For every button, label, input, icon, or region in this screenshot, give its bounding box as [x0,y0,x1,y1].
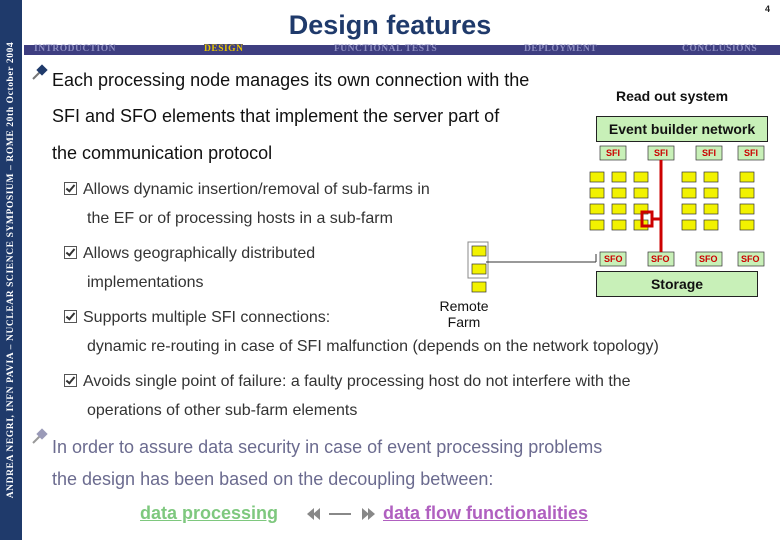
sfo-label: SFO [604,254,623,264]
bullet-multiple-sfi-cont: dynamic re-routing in case of SFI malfun… [87,338,659,355]
sfi-label: SFI [606,148,621,158]
nav-item-design[interactable]: DESIGN [204,44,244,54]
sfi-box [695,145,723,161]
sfo-label: SFO [651,254,670,264]
page-number: 4 [764,4,770,14]
nav-item-deployment[interactable]: DEPLOYMENT [524,44,598,54]
intro-line-1: Each processing node manages its own con… [52,70,530,90]
bullet-text: Avoids single point of failure: a faulty… [83,373,631,390]
processor-column-1 [589,171,605,231]
checkbox-icon [64,246,77,259]
storage-box: Storage [596,271,758,297]
bullet-geographic: Allows geographically distributed [64,245,315,263]
data-processing-link[interactable]: data processing [140,503,279,523]
sfo-label: SFO [741,254,760,264]
bullet-text: Allows dynamic insertion/removal of sub-… [83,181,430,198]
nav-item-introduction[interactable]: INTRODUCTION [34,44,117,54]
processor-column-6 [739,171,755,231]
data-flow-link[interactable]: data flow functionalities [383,503,589,523]
remote-farm-label: Remote Farm [432,298,496,330]
security-line-1: In order to assure data security in case… [52,437,603,457]
security-line-2: the design has been based on the decoupl… [52,469,494,489]
sidebar-strip: ANDREA NEGRI, INFN PAVIA – NUCLEAR SCIEN… [0,0,22,540]
sfo-box [695,251,723,267]
checkbox-icon [64,182,77,195]
processor-column-2 [611,171,627,231]
event-builder-network-box: Event builder network [596,116,768,142]
sfi-box [599,145,627,161]
sidebar-author-text: ANDREA NEGRI, INFN PAVIA – NUCLEAR SCIEN… [6,41,16,499]
pushpin-icon [32,428,48,444]
sfo-label: SFO [699,254,718,264]
bullet-geographic-cont: implementations [87,274,204,291]
pushpin-icon [32,64,48,80]
bullet-text: Allows geographically distributed [83,245,316,262]
section-nav-bar: INTRODUCTION DESIGN FUNCTIONAL TESTS DEP… [24,44,780,55]
nav-item-functional-tests[interactable]: FUNCTIONAL TESTS [334,44,438,54]
page-title: Design features [288,10,492,40]
sfo-box [599,251,627,267]
remote-farm-label-line: Farm [447,314,481,330]
intro-line-2: SFI and SFO elements that implement the … [52,106,500,126]
sfi-label: SFI [744,148,759,158]
remote-farm-frame [467,241,489,279]
readout-system-label: Read out system [616,88,729,104]
bullet-single-point-cont: operations of other sub-farm elements [87,402,358,419]
bullet-dynamic-insertion-cont: the EF or of processing hosts in a sub-f… [87,210,393,227]
bullet-text: Supports multiple SFI connections: [83,309,331,326]
processor-column-5 [703,171,719,231]
sfi-box [737,145,765,161]
bullet-multiple-sfi: Supports multiple SFI connections: [64,309,330,327]
checkbox-icon [64,310,77,323]
bullet-dynamic-insertion: Allows dynamic insertion/removal of sub-… [64,181,430,199]
remote-farm-label-line: Remote [439,298,489,314]
sfo-box [737,251,765,267]
sfi-label: SFI [702,148,717,158]
processor-column-4 [681,171,697,231]
nav-item-conclusions[interactable]: CONCLUSIONS [682,44,758,54]
farm-diagram [467,145,765,293]
decoupling-arrow-icon [307,508,375,520]
checkbox-icon [64,374,77,387]
sfi-label: SFI [654,148,669,158]
bullet-single-point: Avoids single point of failure: a faulty… [64,373,631,391]
remote-farm-processors [471,245,487,293]
intro-line-3: the communication protocol [52,143,273,163]
